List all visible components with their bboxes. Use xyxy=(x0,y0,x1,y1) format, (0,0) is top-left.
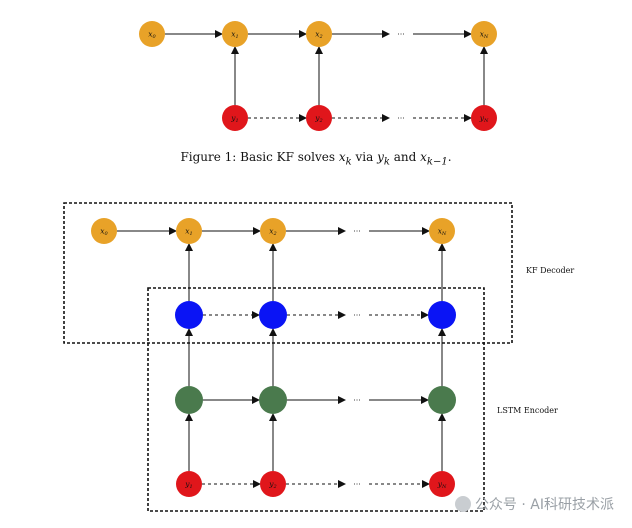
watermark: 公众号 · AI科研技术派 xyxy=(454,494,614,514)
f2-lstm-1-node xyxy=(175,386,203,414)
f1-x0-node xyxy=(139,21,165,47)
f2-x2-label: x2 xyxy=(269,227,276,238)
f1-xN-label: xN xyxy=(480,30,489,41)
f1-x1-node xyxy=(222,21,248,47)
f2-kf-2-node xyxy=(259,301,287,329)
f2-x1-label: x1 xyxy=(185,227,192,238)
f2-y-ellipsis: ··· xyxy=(353,480,361,489)
kf-decoder-label: KF Decoder xyxy=(526,266,575,275)
f2-y2-node xyxy=(260,471,286,497)
f2-lstm-ellipsis: ··· xyxy=(353,396,361,405)
wechat-icon xyxy=(454,496,471,512)
caption-var-xprev: x xyxy=(420,150,427,164)
caption-var-y-sub: k xyxy=(383,156,390,168)
watermark-text: 公众号 · AI科研技术派 xyxy=(474,497,614,513)
f2-yN-node xyxy=(429,471,455,497)
f1-x2-node xyxy=(306,21,332,47)
figure-1-caption: Figure 1: Basic KF solves xk via yk and … xyxy=(0,150,632,167)
f2-x2-node xyxy=(260,218,286,244)
f2-xN-label: xN xyxy=(438,227,447,238)
f1-xN-node xyxy=(471,21,497,47)
f1-y1-node xyxy=(222,105,248,131)
f1-y2-label: y2 xyxy=(314,114,322,125)
caption-var-x-sub: k xyxy=(345,156,352,168)
caption-var-xprev-sub: k−1 xyxy=(426,156,448,168)
f2-x0-label: x0 xyxy=(100,227,108,238)
f2-x0-node xyxy=(91,218,117,244)
f2-lstm-3-node xyxy=(428,386,456,414)
f1-top-ellipsis: ··· xyxy=(397,30,405,39)
f2-kf-3-node xyxy=(428,301,456,329)
f2-x1-node xyxy=(176,218,202,244)
lstm-encoder-box xyxy=(147,287,485,512)
f1-bottom-ellipsis: ··· xyxy=(397,114,405,123)
kf-decoder-box xyxy=(63,202,513,344)
f2-xN-node xyxy=(429,218,455,244)
caption-mid-2: and xyxy=(389,150,421,164)
f1-x2-label: x2 xyxy=(315,30,322,41)
lstm-encoder-label: LSTM Encoder xyxy=(497,406,558,415)
f1-yN-label: yN xyxy=(479,114,489,125)
f1-x1-label: x1 xyxy=(231,30,238,41)
caption-prefix: Figure 1: Basic KF solves xyxy=(180,150,339,164)
f1-x0-label: x0 xyxy=(148,30,156,41)
f2-lstm-2-node xyxy=(259,386,287,414)
f1-y1-label: y1 xyxy=(230,114,238,125)
f2-x-ellipsis: ··· xyxy=(353,227,361,236)
f2-yN-label: yN xyxy=(437,480,447,491)
f2-y1-node xyxy=(176,471,202,497)
caption-suffix: . xyxy=(447,150,452,164)
caption-mid-1: via xyxy=(351,150,378,164)
caption-var-x: x xyxy=(338,150,346,164)
caption-var-y: y xyxy=(377,150,384,164)
f2-kf-1-node xyxy=(175,301,203,329)
f1-y2-node xyxy=(306,105,332,131)
f2-y2-label: y2 xyxy=(268,480,276,491)
f2-y1-label: y1 xyxy=(184,480,192,491)
f1-yN-node xyxy=(471,105,497,131)
f2-kf-ellipsis: ··· xyxy=(353,311,361,320)
